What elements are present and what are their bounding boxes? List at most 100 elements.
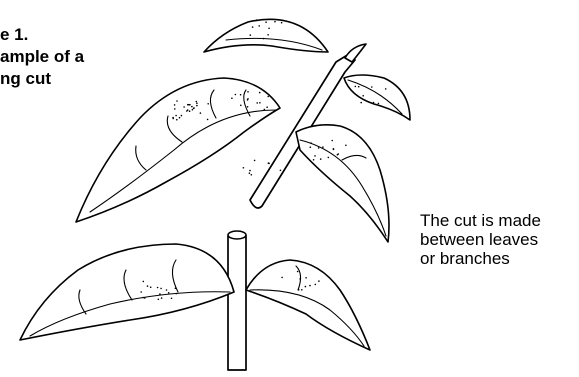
stipple-dot [175, 288, 177, 290]
stipple-dot [191, 106, 193, 108]
caption-line-1: e 1. [0, 24, 84, 46]
stipple-dot [168, 292, 170, 294]
stipple-dot [256, 102, 258, 104]
stipple-dot [305, 286, 307, 288]
stipple-dot [171, 298, 173, 300]
stipple-dot [247, 98, 249, 100]
stipple-dot [322, 146, 324, 148]
stipple-dot [249, 172, 251, 174]
stipple-dot [345, 145, 347, 147]
figure-caption: e 1. ample of a ng cut [0, 24, 84, 90]
stipple-dot [200, 112, 202, 114]
stipple-dot [298, 289, 300, 291]
stipple-dot [265, 21, 267, 23]
stipple-dot [371, 86, 373, 88]
stipple-dot [362, 95, 364, 97]
stipple-dot [314, 155, 316, 157]
stipple-dot [176, 119, 178, 121]
stipple-dot [297, 271, 299, 273]
stipple-dot [240, 94, 242, 96]
stipple-dot [192, 109, 194, 111]
stipple-dot [166, 289, 168, 291]
top-leaf [204, 19, 328, 52]
caption-line-2: ample of a [0, 46, 84, 68]
upper-cutting [76, 19, 410, 242]
stipple-dot [247, 91, 249, 93]
stipple-dot [144, 297, 146, 299]
stipple-dot [179, 117, 181, 119]
stipple-dot [189, 110, 191, 112]
cut-annotation: The cut is made between leaves or branch… [420, 211, 541, 268]
stipple-dot [157, 287, 159, 289]
stipple-dot [174, 108, 176, 110]
stipple-dot [158, 299, 160, 301]
stipple-dot [338, 153, 340, 155]
lower-plant [20, 231, 370, 370]
annotation-line-1: The cut is made [420, 211, 541, 230]
stipple-dot [333, 149, 335, 151]
stipple-dot [268, 163, 270, 165]
stipple-dot [252, 26, 254, 28]
stipple-dot [318, 147, 320, 149]
lower-stem [228, 236, 246, 370]
stipple-dot [207, 103, 209, 105]
stipple-dot [196, 101, 198, 103]
stipple-dot [258, 25, 260, 27]
stipple-dot [235, 94, 237, 96]
stipple-dot [183, 106, 185, 108]
stipple-dot [174, 104, 176, 106]
stipple-dot [175, 115, 177, 117]
stipple-dot [193, 107, 195, 109]
stipple-dot [196, 102, 198, 104]
stipple-dot [207, 119, 209, 121]
stipple-dot [259, 102, 261, 104]
stipple-dot [301, 289, 303, 291]
stipple-dot [147, 285, 149, 287]
stipple-dot [176, 293, 178, 295]
stipple-dot [315, 284, 317, 286]
stipple-dot [309, 285, 311, 287]
stipple-dot [281, 22, 283, 24]
stipple-dot [240, 105, 242, 107]
stipple-dot [385, 88, 387, 90]
stipple-dot [188, 104, 190, 106]
stipple-dot [142, 297, 144, 299]
stipple-dot [274, 21, 276, 23]
stipple-dot [328, 157, 330, 159]
stipple-dot [196, 105, 198, 107]
stipple-dot [267, 34, 269, 36]
stipple-dot [267, 96, 269, 98]
stipple-dot [186, 110, 188, 112]
stipple-dot [249, 170, 251, 172]
caption-line-3: ng cut [0, 68, 84, 90]
cut-surface [228, 231, 246, 239]
stipple-dot [251, 174, 253, 176]
stipple-dot [360, 102, 362, 104]
stipple-dot [318, 280, 320, 282]
stipple-dot [250, 34, 252, 36]
stipple-dot [373, 102, 375, 104]
stipple-dot [331, 140, 333, 142]
stipple-dot [299, 278, 301, 280]
stipple-dot [305, 277, 307, 279]
stipple-dot [159, 293, 161, 295]
annotation-line-2: between leaves [420, 230, 541, 249]
stipple-dot [254, 160, 256, 162]
stipple-dot [320, 158, 322, 160]
stipple-dot [281, 277, 283, 279]
stipple-dot [310, 146, 312, 148]
stipple-dot [310, 142, 312, 144]
stipple-dot [176, 100, 178, 102]
stipple-dot [231, 97, 233, 99]
stipple-dot [313, 159, 315, 161]
stipple-dot [256, 19, 258, 21]
stipple-dot [268, 28, 270, 30]
stipple-dot [247, 106, 249, 108]
stipple-dot [161, 297, 163, 299]
lower-right-leaf [246, 260, 370, 350]
stipple-dot [355, 86, 357, 88]
stipple-dot [181, 115, 183, 117]
stipple-dot [263, 38, 265, 40]
